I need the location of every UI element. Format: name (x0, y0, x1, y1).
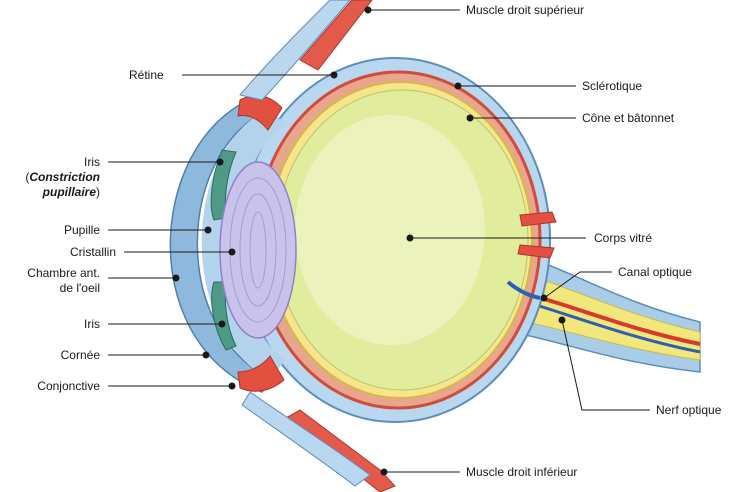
label-retine: Rétine (129, 68, 164, 82)
ciliary-body-lower (237, 355, 285, 392)
cornea (169, 94, 274, 393)
label-cornee: Cornée (60, 348, 100, 362)
leader-lines (108, 6, 650, 476)
label-pupille: Pupille (63, 223, 100, 237)
label-iris-constriction: (Constriction (25, 170, 100, 184)
label-corps-vitre: Corps vitré (594, 231, 653, 245)
superior-rectus-muscle (299, 0, 373, 71)
vitreous-highlight (295, 115, 485, 345)
crystalline-lens (219, 161, 297, 339)
label-canal-optique: Canal optique (618, 265, 693, 279)
label-iris-pupillaire: pupillaire) (42, 185, 100, 199)
label-cristallin: Cristallin (69, 245, 116, 259)
label-muscle-droit-superieur: Muscle droit supérieur (466, 3, 585, 17)
label-iris-top: Iris (84, 155, 100, 169)
label-muscle-droit-inferieur: Muscle droit inférieur (466, 465, 578, 479)
optic-blood-vessel-blue (519, 298, 701, 354)
label-sclerotique: Sclérotique (582, 79, 643, 93)
inferior-rectus-muscle (285, 409, 396, 492)
inferior-sheath (241, 391, 371, 487)
label-iris-bottom: Iris (84, 317, 100, 331)
label-cone-batonnet: Cône et bâtonnet (582, 111, 675, 125)
label-conjonctive: Conjonctive (37, 379, 100, 393)
label-nerf-optique: Nerf optique (656, 403, 722, 417)
label-de-l-oeil: de l'oeil (59, 281, 100, 295)
label-chambre-ant: Chambre ant. (27, 266, 100, 280)
